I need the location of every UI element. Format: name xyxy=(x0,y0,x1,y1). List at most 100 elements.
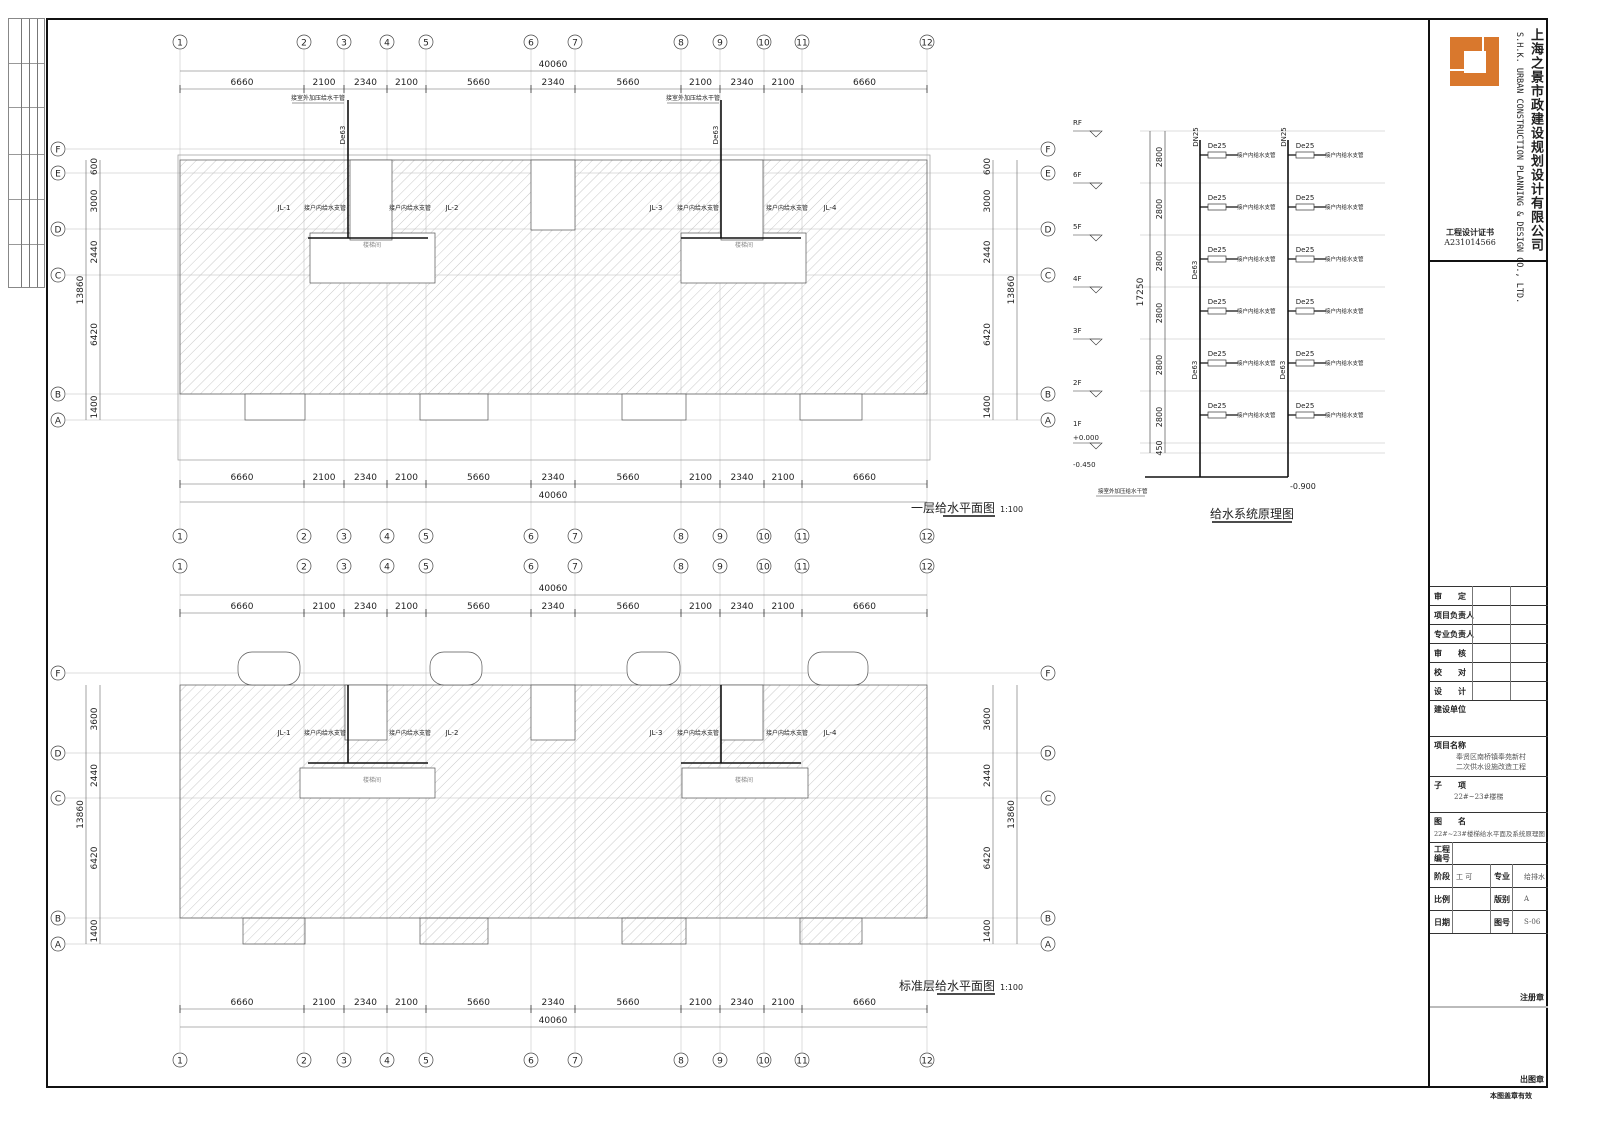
stairwell xyxy=(309,232,436,284)
stairwell xyxy=(530,159,576,231)
floor-height: 2800 xyxy=(1155,407,1164,427)
axis-label: 6 xyxy=(528,39,534,49)
axis-bubble xyxy=(712,528,728,544)
cert-number: A231014566 xyxy=(1444,238,1496,247)
dimension-text: 2100 xyxy=(689,473,712,483)
dimension-text: 2100 xyxy=(395,473,418,483)
dimension-text: 2100 xyxy=(313,78,336,88)
branch-label: 接户内给水支管 xyxy=(1325,255,1364,263)
system-title: 给水系统原理图 xyxy=(1210,507,1294,521)
axis-bubble xyxy=(567,1052,583,1068)
axis-bubble xyxy=(673,558,689,574)
axis-label: 4 xyxy=(384,1057,390,1067)
dimension-text: 6660 xyxy=(853,78,876,88)
water-meter xyxy=(1295,307,1315,315)
dimension-text: 5660 xyxy=(617,78,640,88)
axis-bubble xyxy=(336,34,352,50)
branch-label: 接户内给水支管 xyxy=(1237,203,1276,211)
axis-bubble xyxy=(296,1052,312,1068)
level-symbol xyxy=(1089,390,1103,398)
riser-label: JL-2 xyxy=(445,204,459,212)
axis-bubble xyxy=(919,34,935,50)
bay-window xyxy=(429,651,483,686)
axis-bubble xyxy=(1040,267,1056,283)
drawing-name: 22#~23#楼梯给水平面及系统原理图 xyxy=(1434,830,1545,838)
riser-label: JL-4 xyxy=(823,204,837,212)
axis-label: E xyxy=(55,170,61,180)
axis-label: 11 xyxy=(796,563,807,573)
axis-label: 10 xyxy=(758,563,770,573)
riser-size: De63 xyxy=(1191,361,1199,380)
branch-label: 接户内给水支管 xyxy=(766,729,808,737)
dimension-text: 2100 xyxy=(395,78,418,88)
axis-bubble xyxy=(1040,910,1056,926)
axis-bubble xyxy=(1040,936,1056,952)
dimension-text: 2100 xyxy=(689,602,712,612)
sheet-value: S-06 xyxy=(1524,918,1541,926)
pipe-size: De63 xyxy=(339,126,347,145)
axis-bubble xyxy=(1040,665,1056,681)
dimension-text: 2100 xyxy=(395,602,418,612)
branch-label: 接户内给水支管 xyxy=(1237,151,1276,159)
divider xyxy=(1430,605,1548,606)
stairwell xyxy=(530,684,576,741)
balcony xyxy=(799,917,863,945)
axis-label: 5 xyxy=(423,1057,429,1067)
elevation-label: +0.000 xyxy=(1073,434,1099,442)
axis-label: 1 xyxy=(177,39,183,49)
dimension-text: 2100 xyxy=(772,602,795,612)
divider xyxy=(1430,662,1548,663)
axis-label: 5 xyxy=(423,39,429,49)
axis-label: 2 xyxy=(301,39,307,49)
dimension-text: 2340 xyxy=(354,998,377,1008)
dimension-text: 6660 xyxy=(853,998,876,1008)
axis-bubble xyxy=(673,528,689,544)
branch-label: 接户内给水支管 xyxy=(304,729,346,737)
sign-row-label: 审 定 xyxy=(1434,591,1466,601)
floor-label: 6F xyxy=(1073,171,1081,179)
axis-label: 9 xyxy=(717,533,723,543)
dimension-text: 3000 xyxy=(983,189,993,212)
level-symbol xyxy=(1089,286,1103,294)
branch-label: 接户内给水支管 xyxy=(1325,359,1364,367)
level-symbol xyxy=(1089,234,1103,242)
axis-label: F xyxy=(55,146,60,156)
divider xyxy=(1430,812,1548,813)
total-height: 17250 xyxy=(1136,277,1146,306)
elevation-label: -0.900 xyxy=(1290,482,1316,491)
stair-label: 楼梯间 xyxy=(735,776,753,784)
axis-bubble xyxy=(673,1052,689,1068)
divider xyxy=(1490,864,1491,933)
dimension-text: 2340 xyxy=(731,473,754,483)
dimension-text: 1400 xyxy=(90,395,100,418)
stairwell xyxy=(299,767,436,799)
branch-label: 接户内给水支管 xyxy=(304,204,346,212)
axis-bubble xyxy=(567,528,583,544)
floor-label: RF xyxy=(1073,119,1082,127)
divider xyxy=(1430,887,1548,888)
axis-label: 7 xyxy=(572,39,578,49)
riser-label: JL-3 xyxy=(649,729,663,737)
axis-label: 3 xyxy=(341,533,347,543)
floor-height: 2800 xyxy=(1155,147,1164,167)
total-dimension: 40060 xyxy=(539,491,568,501)
water-meter xyxy=(1207,359,1227,367)
project-name: 奉贤区南桥镇奉苑新村 xyxy=(1456,753,1526,761)
level-symbol xyxy=(1089,182,1103,190)
axis-bubble xyxy=(50,412,66,428)
axis-label: 8 xyxy=(678,1057,684,1067)
water-meter xyxy=(1295,359,1315,367)
riser-size: De63 xyxy=(1191,261,1199,280)
branch-size: De25 xyxy=(1296,142,1315,150)
dimension-text: 2440 xyxy=(983,240,993,263)
water-meter xyxy=(1295,411,1315,419)
axis-label: D xyxy=(1045,226,1052,236)
stairwell xyxy=(720,159,764,241)
dimension-text: 2340 xyxy=(731,602,754,612)
axis-label: 8 xyxy=(678,533,684,543)
axis-bubble xyxy=(379,34,395,50)
dimension-text: 5660 xyxy=(467,602,490,612)
dimension-text: 1400 xyxy=(983,395,993,418)
branch-size: De25 xyxy=(1208,350,1227,358)
dimension-text: 6420 xyxy=(983,846,993,869)
